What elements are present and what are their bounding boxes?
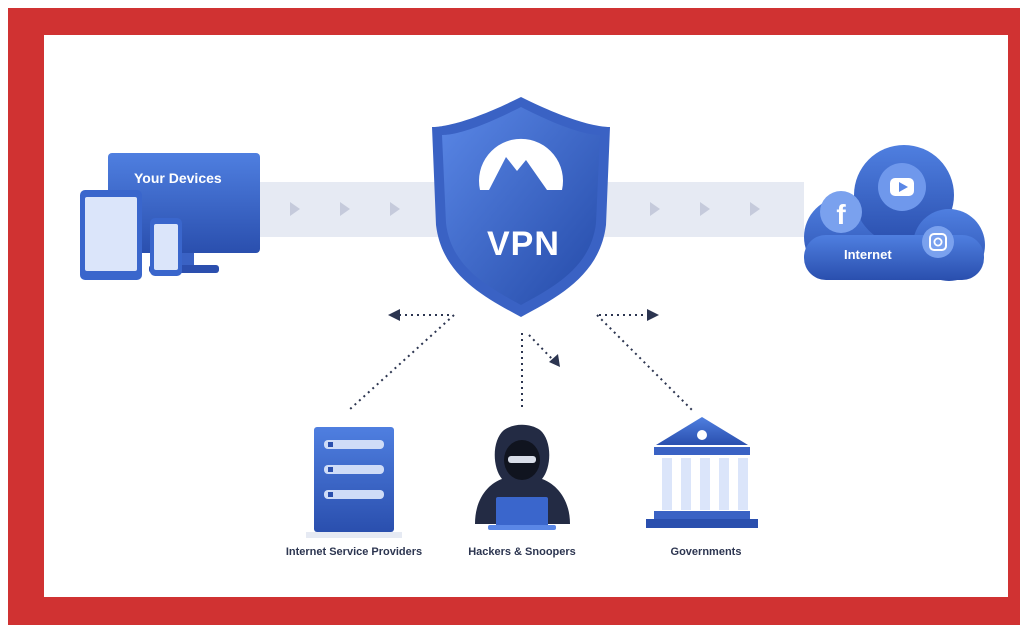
instagram-icon (922, 226, 954, 258)
isp-caption: Internet Service Providers (285, 546, 423, 558)
internet-label: Internet (844, 247, 892, 262)
connector-arrowheads (388, 309, 659, 367)
hacker-icon (475, 424, 570, 530)
svg-text:f: f (836, 199, 846, 230)
governments-caption: Governments (670, 546, 742, 558)
vpn-label: VPN (487, 225, 560, 263)
devices-label: Your Devices (134, 170, 222, 186)
dotted-connectors (348, 314, 693, 411)
facebook-icon: f (820, 191, 862, 233)
vpn-shield-icon (432, 97, 610, 317)
vpn-diagram: f (44, 35, 1008, 597)
government-building-icon (646, 417, 758, 528)
hackers-caption: Hackers & Snoopers (468, 546, 576, 558)
server-icon (306, 427, 402, 538)
diagram-graphic: f (80, 97, 985, 538)
devices-icon (80, 153, 260, 280)
youtube-icon (878, 163, 926, 211)
tunnel-arrows-left (290, 202, 400, 216)
tunnel-arrows-right (650, 202, 760, 216)
